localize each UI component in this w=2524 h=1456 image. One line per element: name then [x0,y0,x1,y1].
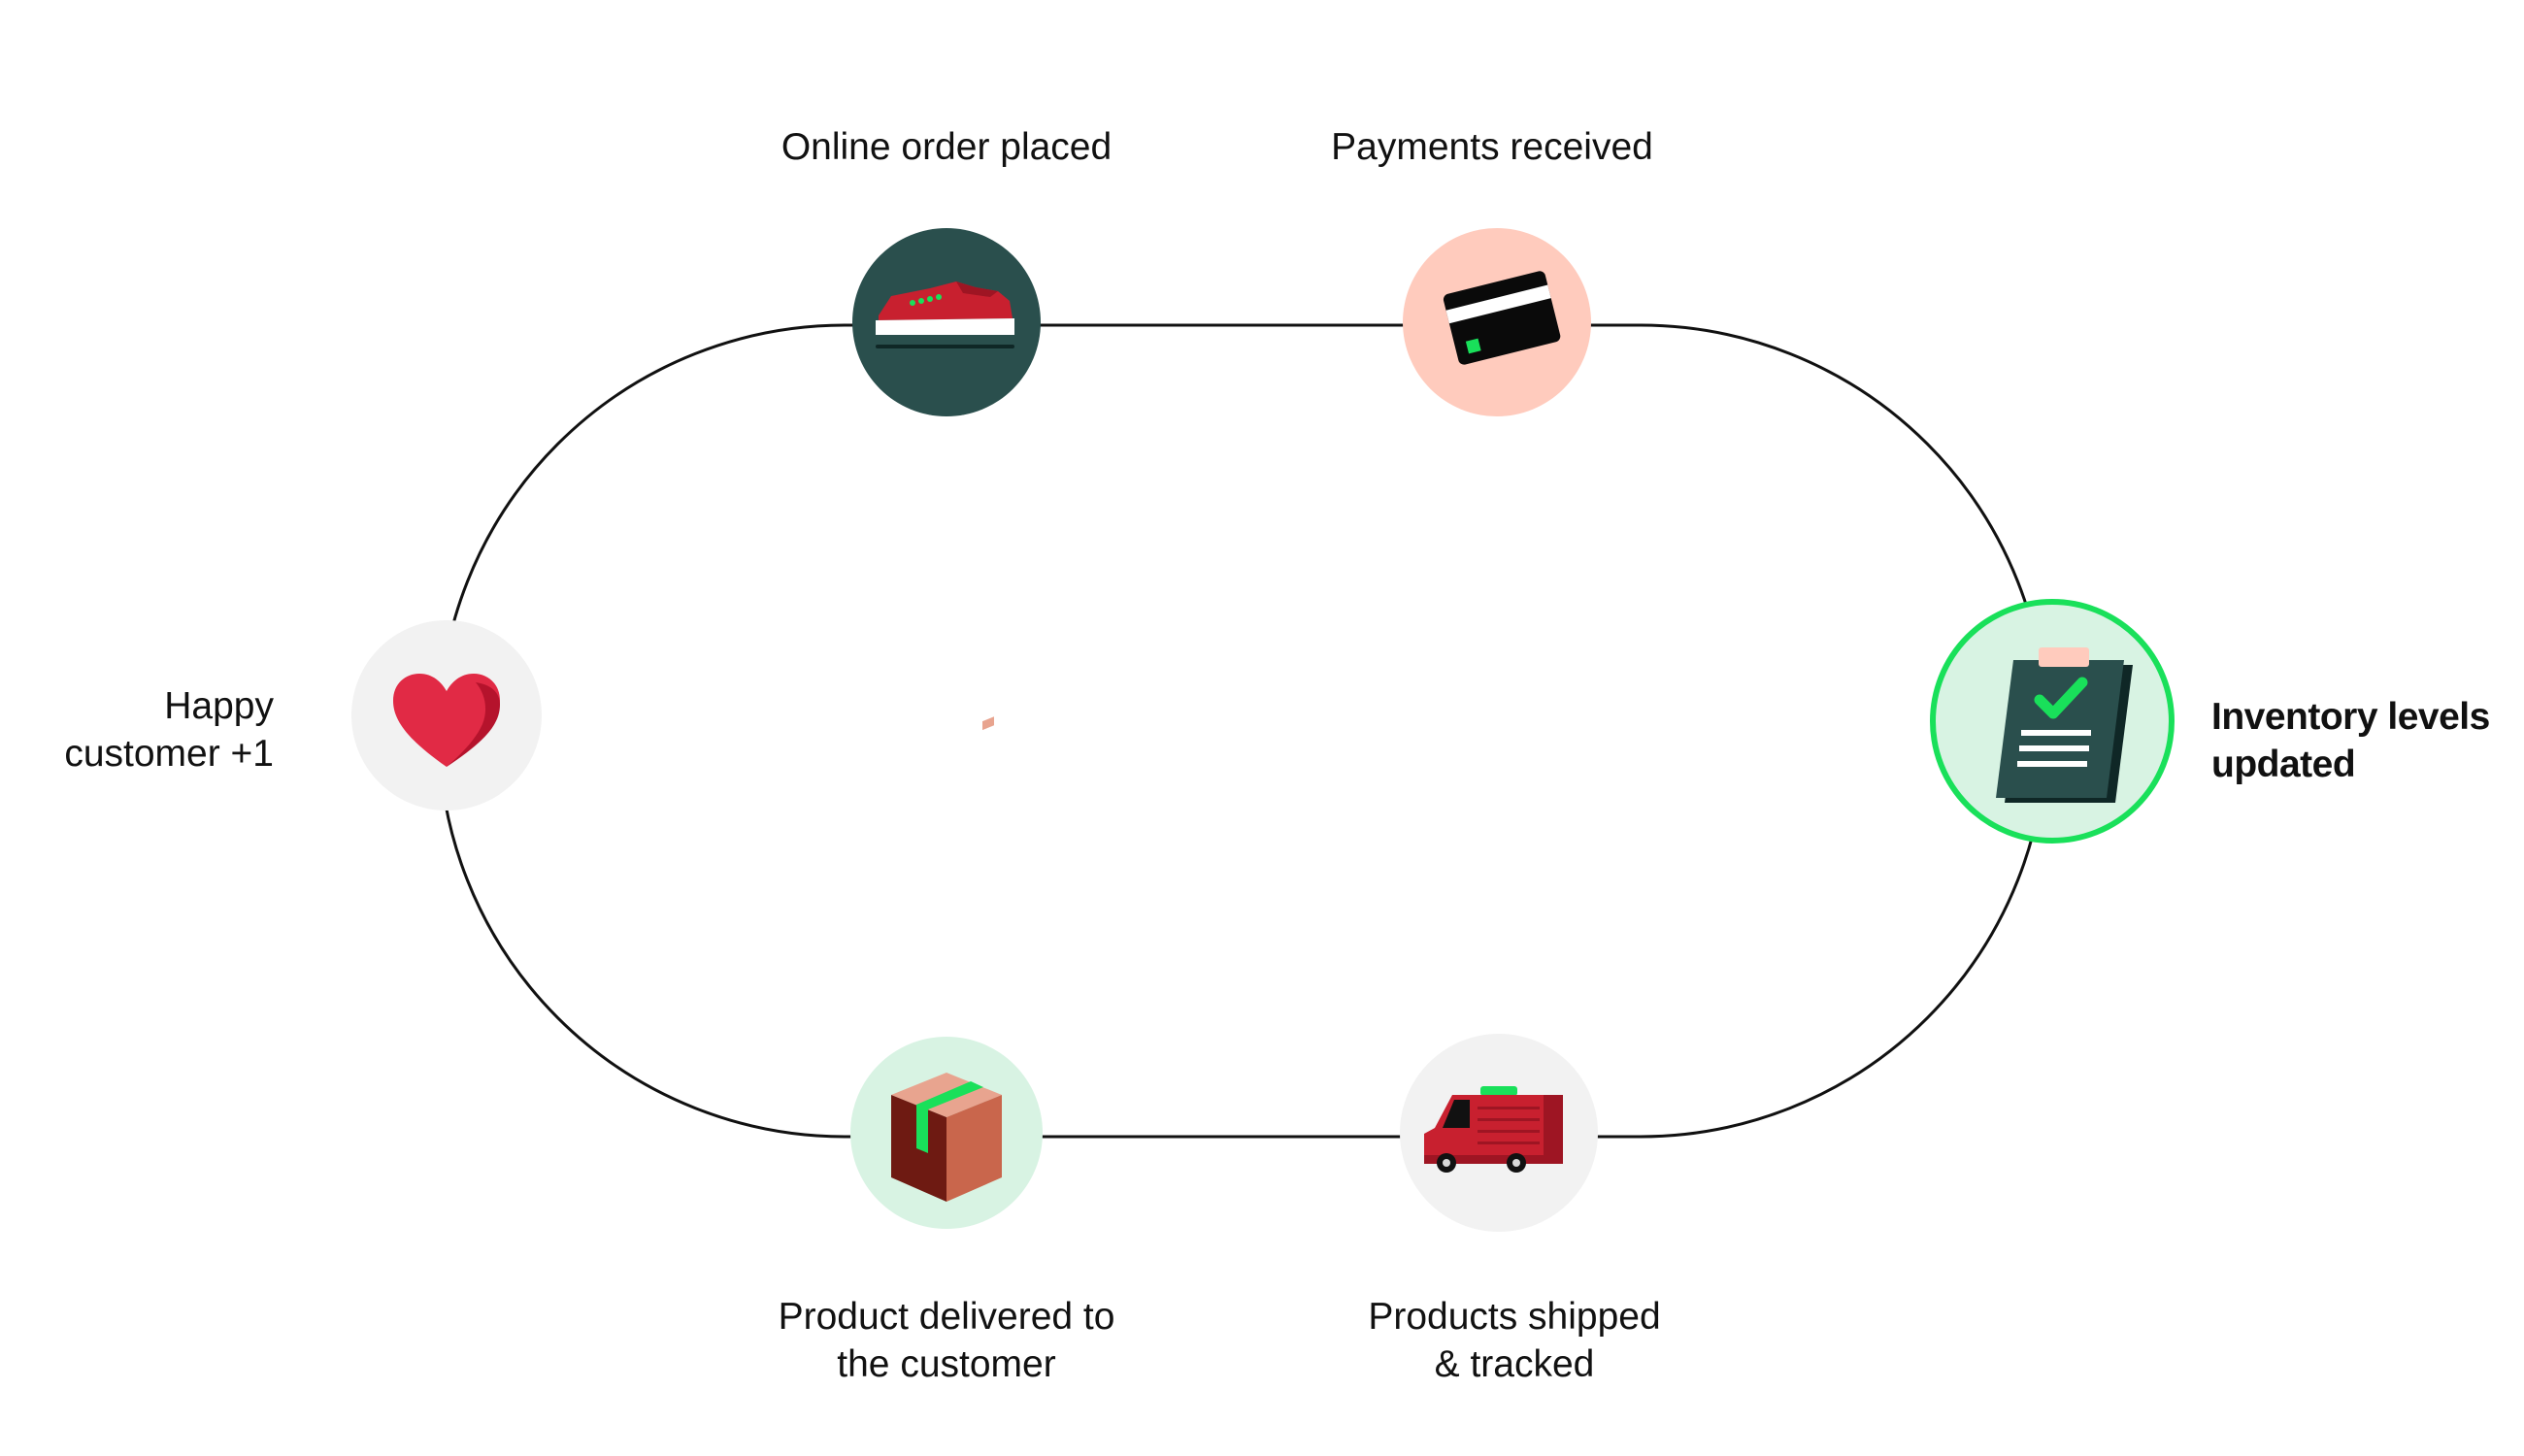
step-delivered-node [850,716,1043,1229]
step-inventory-node [1930,599,2175,844]
payment-label: Payments received [1288,123,1696,171]
order-label-line1: Online order placed [780,126,1113,168]
delivery-truck-icon [1424,1086,1563,1173]
clipboard-check-icon [1996,647,2133,803]
package-box-icon [891,716,1002,1202]
step-payment-node [1403,228,1591,416]
heart-icon [393,674,500,767]
happy-label-line1: Happy [164,685,274,727]
order-label: Online order placed [743,123,1150,171]
inventory-label-line2: updated [2211,744,2356,785]
cycle-loop-line [437,323,2048,1139]
delivered-label-line2: the customer [837,1343,1056,1385]
step-shipped-node [1400,1034,1598,1232]
credit-card-icon [1443,271,1561,365]
step-happy-node [351,620,542,811]
shipped-label: Products shipped & tracked [1311,1293,1718,1388]
inventory-label-line1: Inventory levels [2211,696,2490,738]
delivered-label-line1: Product delivered to [778,1296,1115,1338]
delivered-label: Product delivered to the customer [743,1293,1150,1388]
shipped-label-line2: & tracked [1434,1343,1595,1385]
happy-label: Happy customer +1 [39,682,274,778]
step-order-node [852,228,1041,416]
payment-label-line1: Payments received [1331,126,1653,168]
sneaker-icon [876,281,1014,348]
shipped-label-line1: Products shipped [1368,1296,1661,1338]
inventory-label: Inventory levels updated [2211,693,2503,788]
happy-label-line2: customer +1 [64,733,274,775]
